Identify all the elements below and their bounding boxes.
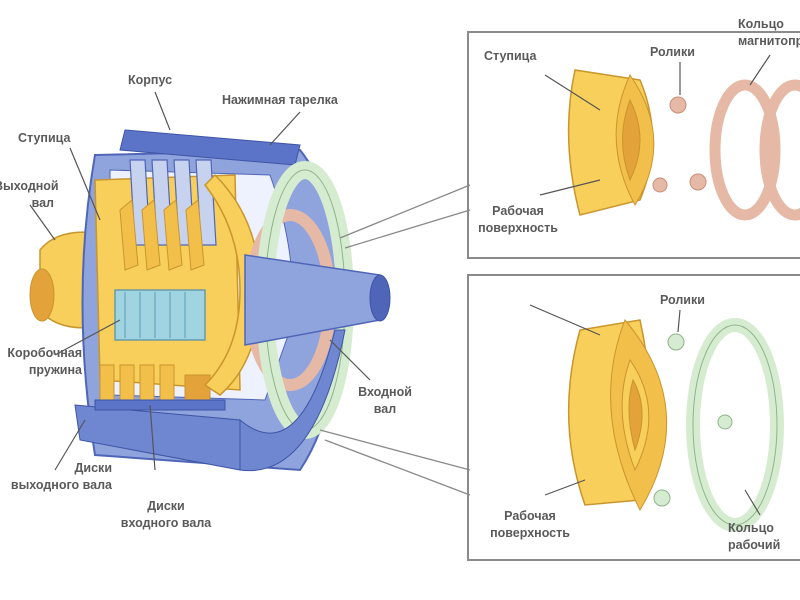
top-label-ring-line1: Кольцо	[738, 17, 784, 31]
bottom-panel-parts	[567, 318, 784, 532]
bottom-label-working-surface-line2: поверхность	[490, 526, 570, 540]
label-output-disks: Диски выходного вала	[0, 460, 112, 494]
label-input-shaft-line1: Входной	[358, 385, 412, 399]
top-label-rollers: Ролики	[650, 45, 695, 59]
label-input-disks-line1: Диски	[147, 499, 185, 513]
label-output-shaft-line1: Выходной	[0, 179, 59, 193]
housing-right-band	[239, 329, 346, 472]
top-panel-parts	[567, 69, 800, 221]
label-output-disks-line2: выходного вала	[10, 478, 112, 492]
hub-teeth-top	[119, 199, 205, 271]
bottom-label-ring-line1: Кольцо	[728, 521, 774, 535]
bottom-label-working-surface-line1: Рабочая	[504, 509, 556, 523]
bottom-label-working-surface: Рабочая поверхность	[482, 508, 578, 542]
bottom-label-ring: Кольцо рабочий	[728, 520, 780, 554]
label-housing: Корпус	[128, 73, 173, 87]
label-pressure-plate: Нажимная тарелка	[222, 93, 338, 107]
top-detail-panel	[467, 31, 800, 259]
output-shaft-end	[29, 268, 55, 322]
input-shaft-shape	[244, 254, 381, 346]
label-input-shaft: Входной вал	[350, 384, 420, 418]
label-output-shaft: Выходной вал	[0, 178, 59, 212]
bottom-detail-panel	[467, 274, 800, 561]
top-label-working-surface-line1: Рабочая	[492, 204, 544, 218]
clutch-assembly	[29, 129, 391, 472]
disk-stack-bottom-blue	[94, 399, 226, 411]
top-label-ring: Кольцо магнитопровод	[738, 16, 800, 50]
bottom-label-rollers: Ролики	[660, 293, 705, 307]
top-ring-1	[709, 79, 781, 221]
flat-spring-pattern	[124, 292, 186, 338]
top-label-hub: Ступица	[484, 49, 537, 63]
roller-shape	[669, 96, 687, 114]
top-label-ring-line2: магнитопровод	[738, 34, 800, 48]
bottom-ring	[686, 318, 784, 532]
label-output-disks-line1: Диски	[74, 461, 112, 475]
label-flat-spring-line1: Коробочная	[7, 346, 82, 360]
label-hub: Ступица	[18, 131, 71, 145]
leader-lines	[29, 54, 771, 516]
top-ring-2	[759, 79, 800, 221]
label-input-disks-line2: входного вала	[120, 516, 212, 530]
label-output-shaft-line2: вал	[31, 196, 54, 210]
bottom-label-ring-line2: рабочий	[728, 538, 781, 552]
connector-lines	[319, 184, 471, 496]
label-input-disks: Диски входного вала	[96, 498, 236, 532]
input-shaft-end	[369, 274, 391, 322]
bottom-roller-shape	[667, 333, 685, 351]
label-input-shaft-line2: вал	[373, 402, 397, 416]
flat-spring-shape	[114, 289, 206, 341]
top-label-working-surface-line2: поверхность	[478, 221, 558, 235]
disk-stack-bottom	[99, 364, 211, 411]
label-flat-spring: Коробочная пружина	[0, 345, 82, 379]
label-flat-spring-line2: пружина	[28, 363, 82, 377]
top-label-working-surface: Рабочая поверхность	[470, 203, 566, 237]
